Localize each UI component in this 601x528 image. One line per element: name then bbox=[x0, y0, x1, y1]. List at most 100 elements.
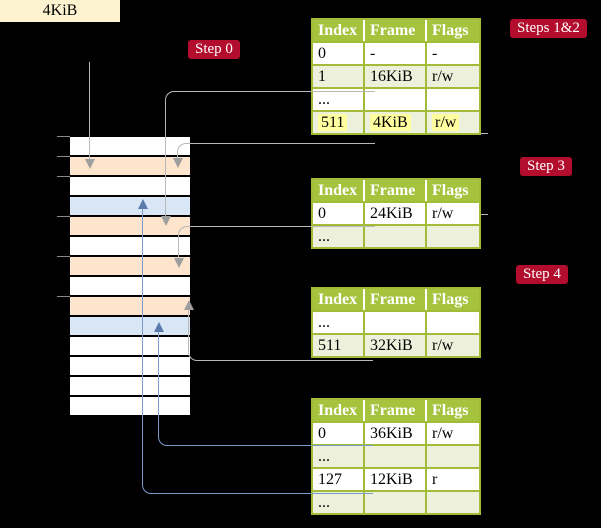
memory-frame-row-11-empty bbox=[70, 337, 190, 355]
highlighted-value: 511 bbox=[318, 113, 348, 131]
table-cell: 511 bbox=[313, 110, 365, 133]
table-cell: 36KiB bbox=[365, 421, 427, 444]
table-cell: r/w bbox=[427, 421, 479, 444]
memory-frame-row-9-page-table bbox=[70, 297, 190, 315]
table-cell bbox=[427, 310, 479, 333]
table-row: 511 4KiB r/w bbox=[313, 110, 479, 133]
column-header: Flags bbox=[427, 180, 479, 201]
column-header: Flags bbox=[427, 289, 479, 310]
column-header: Index bbox=[313, 180, 365, 201]
table-cell: - bbox=[365, 41, 427, 64]
table-cell bbox=[427, 224, 479, 247]
table-cell: 511 bbox=[313, 333, 365, 356]
table-cell: r/w bbox=[427, 333, 479, 356]
badge-step-4: Step 4 bbox=[516, 265, 568, 284]
table-cell: r/w bbox=[427, 110, 479, 133]
table-cell: 32KiB bbox=[365, 333, 427, 356]
column-header: Flags bbox=[427, 400, 479, 421]
table-cell: ... bbox=[313, 444, 365, 467]
memory-tick bbox=[57, 216, 70, 217]
badge-step-3: Step 3 bbox=[520, 157, 572, 176]
memory-frame-row-4-data-page bbox=[70, 197, 190, 215]
table-cell: r bbox=[427, 467, 479, 490]
table-cell bbox=[427, 490, 479, 513]
column-header: Index bbox=[313, 400, 365, 421]
column-header: Flags bbox=[427, 20, 479, 41]
memory-tick bbox=[57, 256, 70, 257]
table-cell: 16KiB bbox=[365, 64, 427, 87]
table-cell: ... bbox=[313, 224, 365, 247]
table-cell: 24KiB bbox=[365, 201, 427, 224]
table-cell: r/w bbox=[427, 64, 479, 87]
badge-steps-1-2: Steps 1&2 bbox=[510, 19, 587, 38]
connector-stub bbox=[481, 133, 488, 134]
table-cell: r/w bbox=[427, 201, 479, 224]
table-cell bbox=[365, 224, 427, 247]
root-pointer-box: 4KiB bbox=[0, 0, 120, 22]
table-cell: 127 bbox=[313, 467, 365, 490]
table-row: ... bbox=[313, 490, 479, 513]
table-row: ... bbox=[313, 224, 479, 247]
table-row: ... bbox=[313, 444, 479, 467]
memory-frame-row-3-empty bbox=[70, 177, 190, 195]
table-cell: ... bbox=[313, 87, 365, 110]
column-header: Frame bbox=[365, 400, 427, 421]
memory-frame-row-10-data-page bbox=[70, 317, 190, 335]
column-header: Index bbox=[313, 20, 365, 41]
memory-frame-row-7-page-table bbox=[70, 257, 190, 275]
memory-frame-row-12-empty bbox=[70, 357, 190, 375]
table-cell bbox=[365, 310, 427, 333]
table-cell: ... bbox=[313, 310, 365, 333]
memory-frame-row-13-empty bbox=[70, 377, 190, 395]
memory-tick bbox=[57, 136, 70, 137]
root-pointer-label: 4KiB bbox=[42, 2, 78, 19]
table-cell: ... bbox=[313, 490, 365, 513]
column-header: Frame bbox=[365, 20, 427, 41]
table-row: ... bbox=[313, 310, 479, 333]
badge-step-0: Step 0 bbox=[188, 40, 240, 59]
memory-frame-row-2-page-table bbox=[70, 157, 190, 175]
memory-frame-row-1-empty bbox=[70, 137, 190, 155]
table-cell bbox=[427, 444, 479, 467]
column-header: Frame bbox=[365, 180, 427, 201]
table-row: ... bbox=[313, 87, 479, 110]
memory-frame-row-8-empty bbox=[70, 277, 190, 295]
table-cell: - bbox=[427, 41, 479, 64]
table-row: 0-- bbox=[313, 41, 479, 64]
table-cell bbox=[365, 87, 427, 110]
memory-tick bbox=[57, 156, 70, 157]
memory-frame-row-6-empty bbox=[70, 237, 190, 255]
highlighted-value: r/w bbox=[432, 113, 460, 131]
table-cell: 12KiB bbox=[365, 467, 427, 490]
highlighted-value: 4KiB bbox=[370, 113, 411, 131]
column-header: Frame bbox=[365, 289, 427, 310]
memory-tick bbox=[57, 296, 70, 297]
connector-l0e511-to-4kib bbox=[177, 143, 375, 159]
table-cell: 0 bbox=[313, 421, 365, 444]
memory-frame-row-14-empty bbox=[70, 397, 190, 415]
table-cell bbox=[427, 87, 479, 110]
table-cell: 0 bbox=[313, 41, 365, 64]
column-header: Index bbox=[313, 289, 365, 310]
table-cell bbox=[365, 490, 427, 513]
table-cell bbox=[365, 444, 427, 467]
memory-tick bbox=[57, 176, 70, 177]
connector-stub bbox=[481, 214, 488, 215]
table-cell: 1 bbox=[313, 64, 365, 87]
table-cell: 0 bbox=[313, 201, 365, 224]
table-cell: 4KiB bbox=[365, 110, 427, 133]
memory-frame-row-5-page-table bbox=[70, 217, 190, 235]
